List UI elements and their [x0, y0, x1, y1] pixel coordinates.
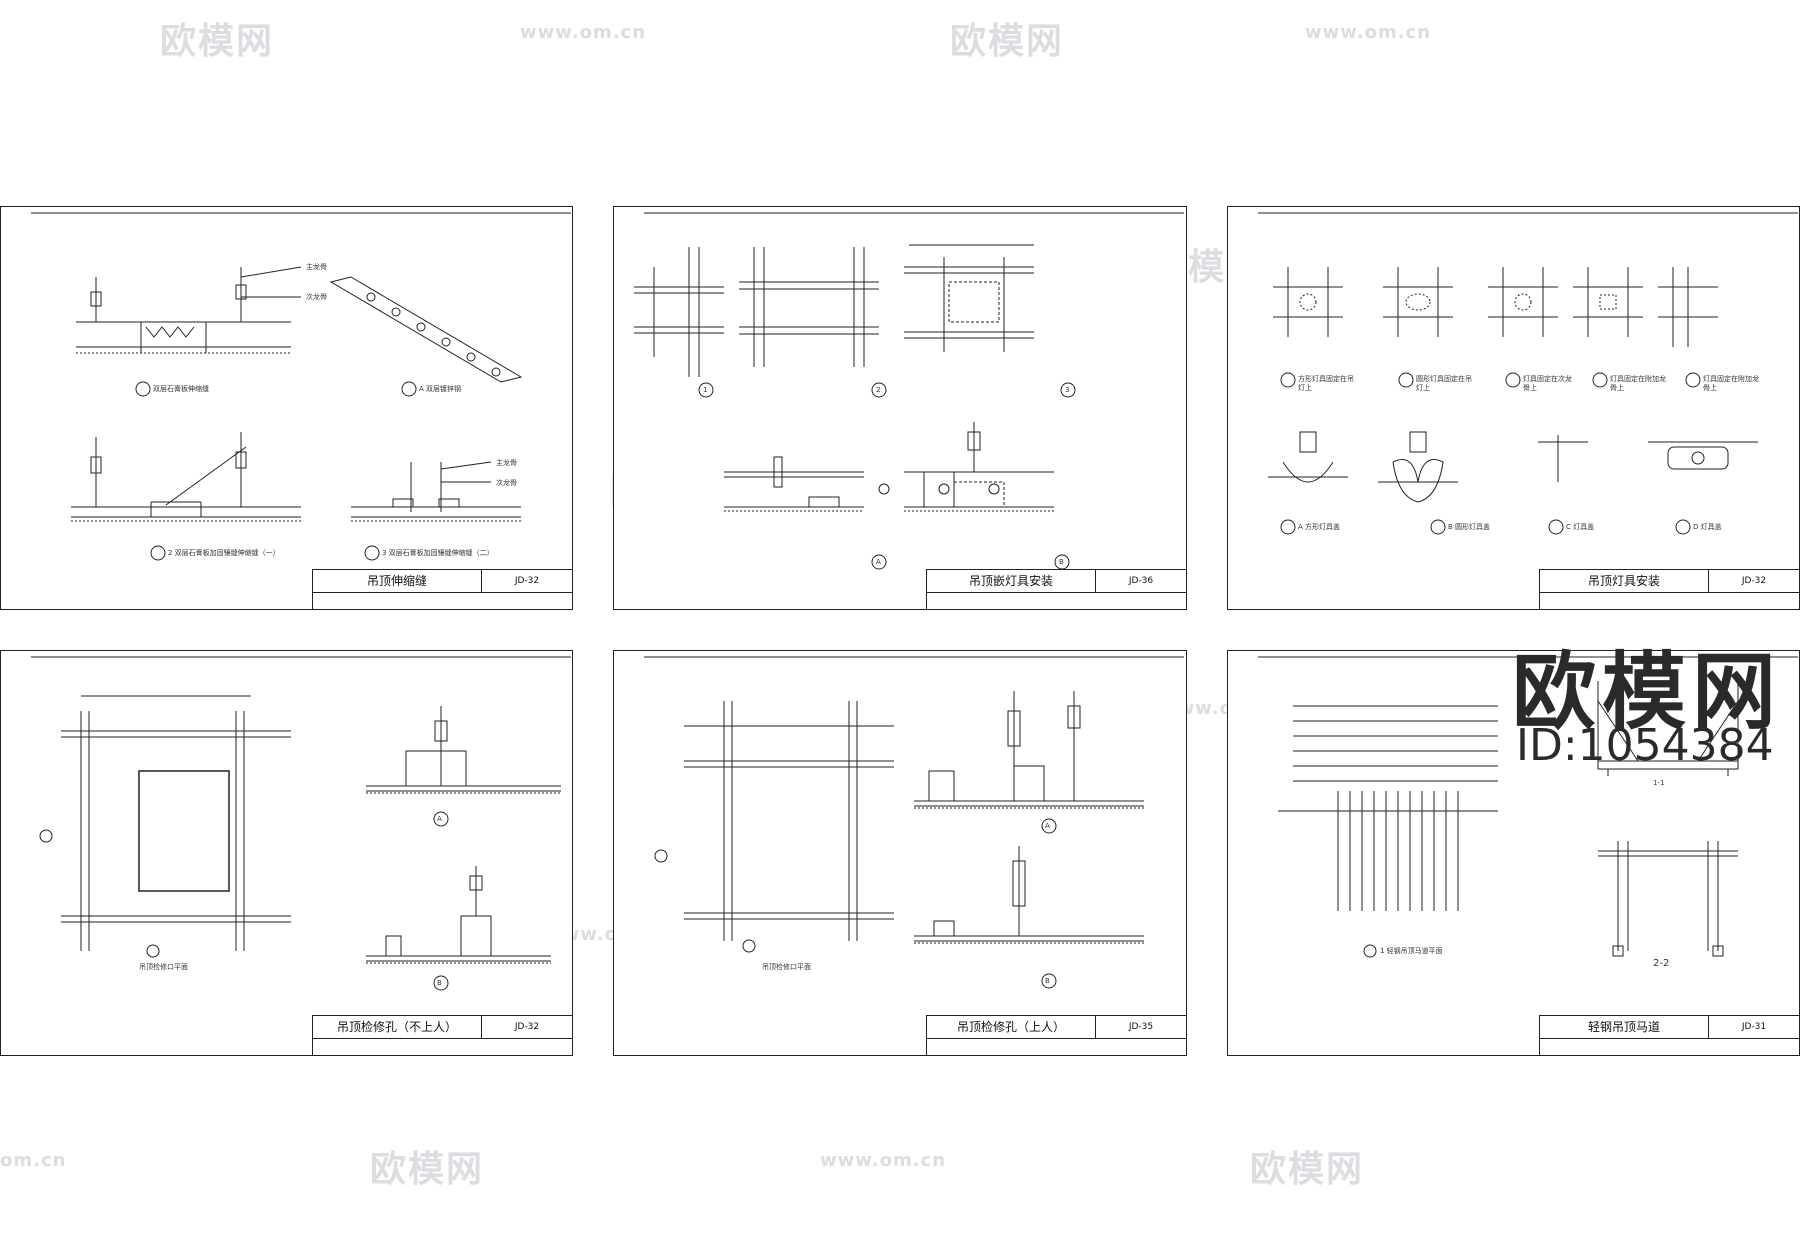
title-block-row [927, 1038, 1186, 1055]
sheet-2-caption: 2 [876, 386, 881, 394]
sheet-3-caption: A 方形灯具盖 [1298, 523, 1341, 531]
sheet-5-caption: A [1045, 822, 1050, 830]
sheet-6-drawing [1258, 656, 1798, 958]
title-block-row [313, 592, 572, 609]
sheet-5-caption: B [1045, 977, 1050, 985]
sheet-3-caption: B 圆形灯具盖 [1448, 523, 1491, 531]
title-block: 吊顶检修孔（不上人） JD-32 [312, 1015, 572, 1055]
sheet-title: 吊顶灯具安装 [1540, 570, 1709, 593]
svg-text:主龙骨: 主龙骨 [496, 458, 517, 467]
sheet-title: 吊顶检修孔（上人） [927, 1016, 1096, 1039]
sheet-2-drawing [634, 212, 1184, 570]
title-block: 吊顶检修孔（上人） JD-35 [926, 1015, 1186, 1055]
sheet-code: JD-32 [482, 570, 572, 593]
drawing-sheet-1[interactable]: 主龙骨次龙骨 主龙骨次龙骨 双层石膏板伸缩缝 A 双层镀锌钢 2 双层石膏板加固… [0, 206, 573, 610]
sheet-3-caption: C 灯具盖 [1566, 523, 1595, 531]
sheet-3-caption: 灯具固定在次龙骨上 [1523, 375, 1572, 392]
watermark-url: www.om.cn [820, 1150, 947, 1171]
sheet-title: 吊顶检修孔（不上人） [313, 1016, 482, 1039]
svg-text:次龙骨: 次龙骨 [496, 478, 517, 487]
watermark-brand: 欧模网 [160, 21, 275, 62]
watermark-url: www.om.cn [1305, 22, 1432, 43]
resource-id: ID:1054384 [1516, 720, 1774, 771]
drawing-sheet-5[interactable]: 吊顶检修口平面 A B 吊顶检修孔（上人） JD-35 [613, 650, 1187, 1056]
title-block-row [1540, 1038, 1799, 1055]
sheet-code: JD-32 [1709, 570, 1799, 593]
svg-text:主龙骨: 主龙骨 [306, 262, 327, 271]
brand-logo-text: 欧模网 [1512, 643, 1783, 741]
title-block-row [927, 592, 1186, 609]
sheet-3-drawing [1258, 212, 1798, 535]
sheet-code: JD-36 [1096, 570, 1186, 593]
sheet-2-caption: A [876, 558, 881, 566]
title-block: 吊顶灯具安装 JD-32 [1539, 569, 1799, 609]
drawing-sheet-2[interactable]: 1 2 3 A B 吊顶嵌灯具安装 JD-36 [613, 206, 1187, 610]
sheet-1-caption: 2 双层石膏板加固镶缝伸缩缝（一） [168, 549, 280, 557]
sheet-title: 轻钢吊顶马道 [1540, 1016, 1709, 1039]
drawing-sheet-6[interactable]: 1 轻钢吊顶马道平面 1-1 2-2 轻钢吊顶马道 JD-31 [1227, 650, 1800, 1056]
sheet-3-caption: 圆形灯具固定在吊灯上 [1416, 375, 1472, 392]
sheet-code: JD-32 [482, 1016, 572, 1039]
sheet-code: JD-31 [1709, 1016, 1799, 1039]
sheet-2-caption: B [1059, 558, 1064, 566]
title-block: 轻钢吊顶马道 JD-31 [1539, 1015, 1799, 1055]
sheet-4-caption: A [437, 815, 442, 823]
sheet-code: JD-35 [1096, 1016, 1186, 1039]
watermark-brand: 欧模网 [1250, 1149, 1365, 1190]
drawing-sheet-3[interactable]: 方形灯具固定在吊灯上 圆形灯具固定在吊灯上 灯具固定在次龙骨上 灯具固定在附加龙… [1227, 206, 1800, 610]
sheet-6-caption: 1-1 [1653, 779, 1665, 787]
sheet-4-caption: B [437, 979, 442, 987]
watermark-url: om.cn [0, 1150, 67, 1171]
title-block-row [313, 1038, 572, 1055]
sheet-4-drawing [31, 656, 571, 991]
sheet-1-caption: 双层石膏板伸缩缝 [153, 385, 209, 393]
sheet-4-caption: 吊顶检修口平面 [139, 963, 188, 971]
sheet-6-caption: 2-2 [1653, 958, 1670, 969]
sheet-6-caption: 1 轻钢吊顶马道平面 [1380, 947, 1443, 955]
sheet-title: 吊顶伸缩缝 [313, 570, 482, 593]
sheet-title: 吊顶嵌灯具安装 [927, 570, 1096, 593]
sheet-5-drawing [644, 656, 1184, 989]
watermark-brand: 欧模网 [370, 1149, 485, 1190]
sheet-3-caption: 灯具固定在附加龙骨上 [1703, 375, 1759, 392]
sheet-3-caption: 灯具固定在附加龙骨上 [1610, 375, 1666, 392]
title-block-row [1540, 592, 1799, 609]
title-block: 吊顶伸缩缝 JD-32 [312, 569, 572, 609]
title-block: 吊顶嵌灯具安装 JD-36 [926, 569, 1186, 609]
sheet-1-caption: 3 双层石膏板加固镶缝伸缩缝（二） [382, 549, 494, 557]
sheet-5-caption: 吊顶检修口平面 [762, 963, 811, 971]
sheet-2-caption: 1 [703, 386, 708, 394]
sheet-3-caption: 方形灯具固定在吊灯上 [1298, 375, 1354, 392]
sheet-3-caption: D 灯具盖 [1693, 523, 1722, 531]
sheet-1-caption: A 双层镀锌钢 [419, 385, 462, 393]
drawing-sheet-4[interactable]: 吊顶检修口平面 A B 吊顶检修孔（不上人） JD-32 [0, 650, 573, 1056]
sheet-2-caption: 3 [1065, 386, 1070, 394]
svg-text:次龙骨: 次龙骨 [306, 292, 327, 301]
watermark-brand: 欧模网 [950, 21, 1065, 62]
watermark-url: www.om.cn [520, 22, 647, 43]
